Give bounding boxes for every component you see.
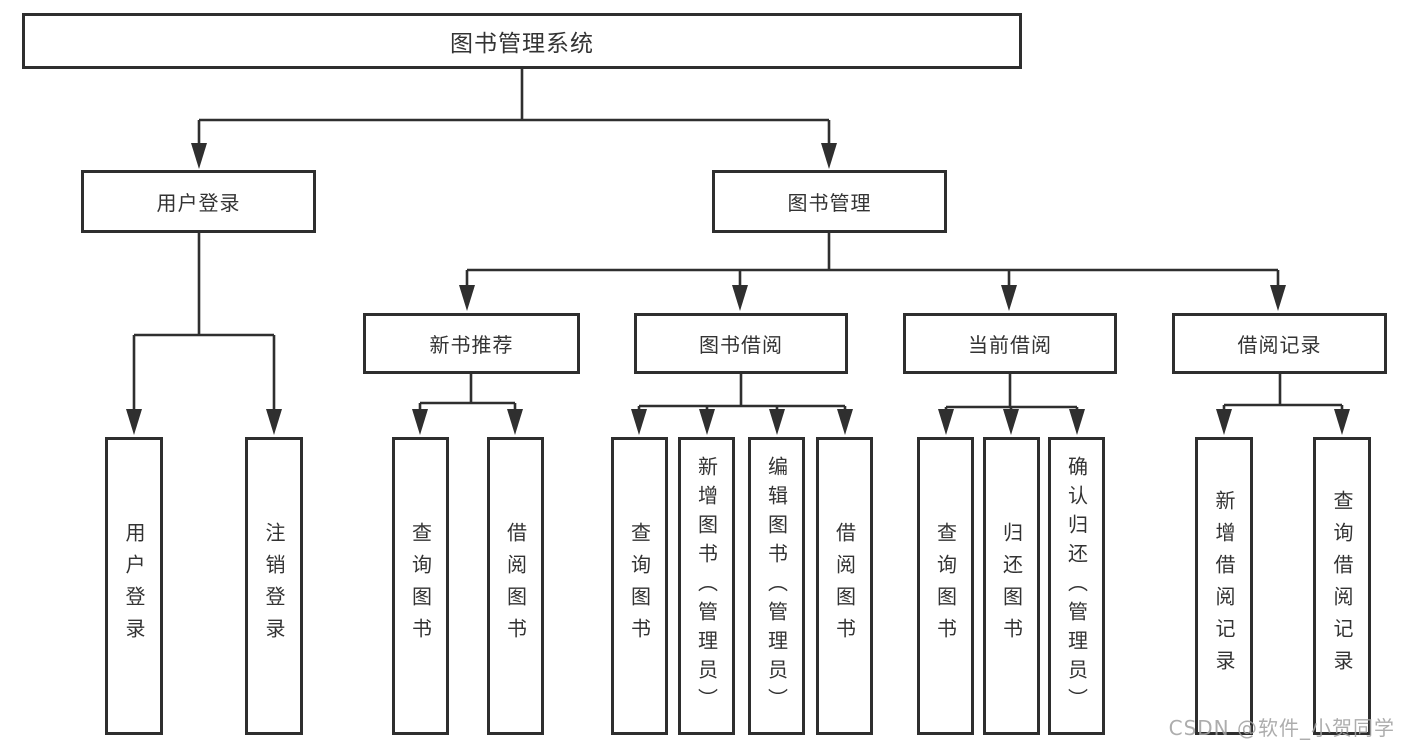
node-book-management: 图书管理 [712, 170, 947, 233]
node-label: 新书推荐 [429, 333, 514, 357]
connector-root-split [191, 69, 837, 169]
connector-current-split [938, 374, 1085, 435]
node-borrow-records: 借阅记录 [1172, 313, 1387, 374]
node-label: 新增借阅记录 [1212, 490, 1236, 682]
node-label: 图书管理 [787, 191, 872, 215]
node-label: 当前借阅 [968, 333, 1052, 357]
node-leaf-query-books-2: 查询图书 [611, 437, 668, 735]
node-leaf-add-borrow-record: 新增借阅记录 [1195, 437, 1253, 735]
node-leaf-borrow-books-1: 借阅图书 [487, 437, 544, 735]
node-label: 借阅图书 [503, 522, 528, 650]
node-current-borrowing: 当前借阅 [903, 313, 1117, 374]
node-leaf-user-login: 用户登录 [105, 437, 163, 735]
node-label: 查询借阅记录 [1330, 490, 1354, 682]
node-leaf-query-borrow-record: 查询借阅记录 [1313, 437, 1371, 735]
node-leaf-query-books-1: 查询图书 [392, 437, 449, 735]
node-book-borrowing: 图书借阅 [634, 313, 848, 374]
node-leaf-add-books-admin: 新增图书（管理员） [678, 437, 735, 735]
node-leaf-return-books: 归还图书 [983, 437, 1040, 735]
node-label: 借阅记录 [1237, 333, 1322, 357]
node-label: 查询图书 [933, 522, 958, 650]
node-label: 用户登录 [122, 522, 146, 650]
node-label: 注销登录 [262, 522, 286, 650]
connector-borrow-split [631, 374, 853, 435]
connector-login-split [126, 233, 282, 435]
node-leaf-borrow-books-2: 借阅图书 [816, 437, 873, 735]
node-label: 用户登录 [156, 191, 241, 215]
node-label: 查询图书 [627, 522, 652, 650]
node-label: 图书借阅 [699, 333, 783, 357]
node-label: 编辑图书（管理员） [764, 455, 789, 717]
node-leaf-edit-books-admin: 编辑图书（管理员） [748, 437, 805, 735]
connector-newbook-split [412, 374, 523, 435]
connector-mgmt-split [459, 233, 1286, 311]
node-leaf-confirm-return-admin: 确认归还（管理员） [1048, 437, 1105, 735]
node-leaf-query-books-3: 查询图书 [917, 437, 974, 735]
node-label: 查询图书 [408, 522, 433, 650]
node-label: 归还图书 [999, 522, 1024, 650]
connector-records-split [1216, 374, 1350, 435]
node-label: 借阅图书 [832, 522, 857, 650]
node-label: 图书管理系统 [450, 31, 594, 57]
node-label: 确认归还（管理员） [1064, 455, 1089, 717]
node-label: 新增图书（管理员） [694, 455, 719, 717]
node-leaf-logout: 注销登录 [245, 437, 303, 735]
watermark: CSDN @软件_小贺同学 [1168, 716, 1395, 740]
node-user-login: 用户登录 [81, 170, 316, 233]
node-new-book-recommend: 新书推荐 [363, 313, 580, 374]
node-root-system: 图书管理系统 [22, 13, 1022, 69]
